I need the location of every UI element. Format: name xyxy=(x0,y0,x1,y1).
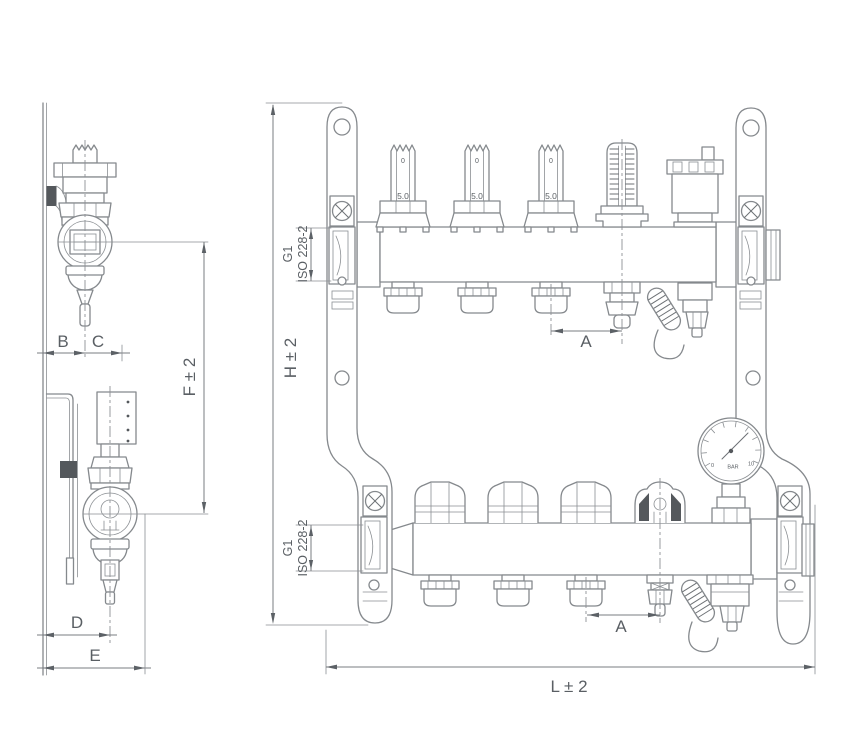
dimension-b-c: B C xyxy=(37,332,130,362)
thread-dimension-bottom: G1 ISO 228-2 xyxy=(281,519,364,576)
supply-outlets xyxy=(383,281,571,314)
mounting-bracket-left xyxy=(326,106,393,624)
centerlines xyxy=(550,139,661,623)
manifold-end-cap-top xyxy=(765,229,781,281)
pressure-gauge: 0 BAR 10 xyxy=(697,417,765,524)
dimension-f: F ± 2 xyxy=(180,242,207,513)
manifold-clamp-bottom-left xyxy=(360,485,388,602)
flow-meter-scale-label: 5.0 xyxy=(545,191,557,201)
gauge-min-label: 0 xyxy=(711,463,714,469)
flow-meter-scale-label: 5.0 xyxy=(397,191,409,201)
gauge-needle xyxy=(721,432,749,460)
dimension-d: D xyxy=(37,613,117,638)
return-manifold-bar xyxy=(386,518,778,580)
valve-side-view xyxy=(82,386,209,645)
thread-size-label-bottom: G1 xyxy=(281,540,295,557)
bracket-hole-mid-left xyxy=(334,370,350,386)
wall-plate xyxy=(42,102,47,676)
flow-meter-scale-label: 5.0 xyxy=(471,191,483,201)
flow-meter-1: 0 5.0 xyxy=(375,144,431,233)
gauge-unit-label: BAR xyxy=(727,465,738,471)
bracket-hole-top-left xyxy=(333,118,351,136)
bracket-hole-mid-right xyxy=(745,370,761,386)
drain-cap xyxy=(646,287,682,331)
outlet-connector xyxy=(420,574,460,607)
thread-size-label-top: G1 xyxy=(281,246,295,263)
flow-meter-zero-label: 0 xyxy=(549,158,553,165)
valve-cap-1 xyxy=(414,481,466,524)
flow-meter-zero-label: 0 xyxy=(475,158,479,165)
flow-meters: 0 5.0 0 5.0 xyxy=(375,144,579,233)
dim-label-d: D xyxy=(71,613,83,632)
drain-cap xyxy=(680,579,716,623)
valve-cap-2 xyxy=(487,481,539,524)
outlet-connector xyxy=(493,574,533,607)
dim-label-c: C xyxy=(92,332,104,351)
front-view: 0 5.0 0 5.0 xyxy=(265,102,816,696)
flow-meter-2: 0 5.0 xyxy=(449,144,505,233)
thread-standard-label-top: ISO 228-2 xyxy=(296,225,310,282)
mounting-bracket-right xyxy=(735,107,815,645)
cap-tether xyxy=(653,329,685,360)
cap-tether xyxy=(688,621,719,653)
thread-dimension-top: G1 ISO 228-2 xyxy=(281,225,332,282)
gauge-ticks xyxy=(701,421,761,467)
dimension-a-bottom: A xyxy=(587,612,660,636)
dim-label-a-bottom: A xyxy=(615,617,627,636)
air-vent xyxy=(666,146,724,228)
dim-label-h: H ± 2 xyxy=(281,338,300,379)
manifold-clamp-bottom-right xyxy=(776,485,804,602)
return-valve-caps xyxy=(414,481,612,524)
flow-meter-3: 0 5.0 xyxy=(523,144,579,233)
dimension-e: E xyxy=(37,513,151,675)
outlet-connector xyxy=(383,281,423,314)
side-view: B C F ± 2 D E xyxy=(37,102,209,676)
dimension-l: L ± 2 xyxy=(325,504,816,696)
drain-valve-bottom xyxy=(680,574,754,653)
gauge-max-label: 10 xyxy=(748,462,754,468)
return-outlets xyxy=(420,574,606,607)
flow-meter-zero-label: 0 xyxy=(401,158,405,165)
dimension-a-top: A xyxy=(551,328,622,351)
manifold-end-cap-bottom xyxy=(801,523,815,577)
thread-standard-label-bottom: ISO 228-2 xyxy=(296,519,310,576)
manifold-clamp-top-right xyxy=(737,195,765,310)
outlet-connector xyxy=(457,281,497,314)
manifold-clamp-top-left xyxy=(328,195,356,310)
flow-meter-side-view xyxy=(53,140,209,360)
valve-cap-3 xyxy=(560,481,612,524)
spring-section xyxy=(609,148,635,200)
drain-valve-top xyxy=(646,282,713,360)
dim-label-f: F ± 2 xyxy=(180,358,199,397)
bracket-hole-top-right xyxy=(742,119,760,137)
dim-label-l: L ± 2 xyxy=(550,677,587,696)
dim-label-e: E xyxy=(89,646,100,665)
dim-label-a-top: A xyxy=(580,332,592,351)
bracket-arm-bottom xyxy=(45,393,78,585)
dim-label-b: B xyxy=(57,332,68,351)
dimension-h: H ± 2 xyxy=(265,102,369,626)
